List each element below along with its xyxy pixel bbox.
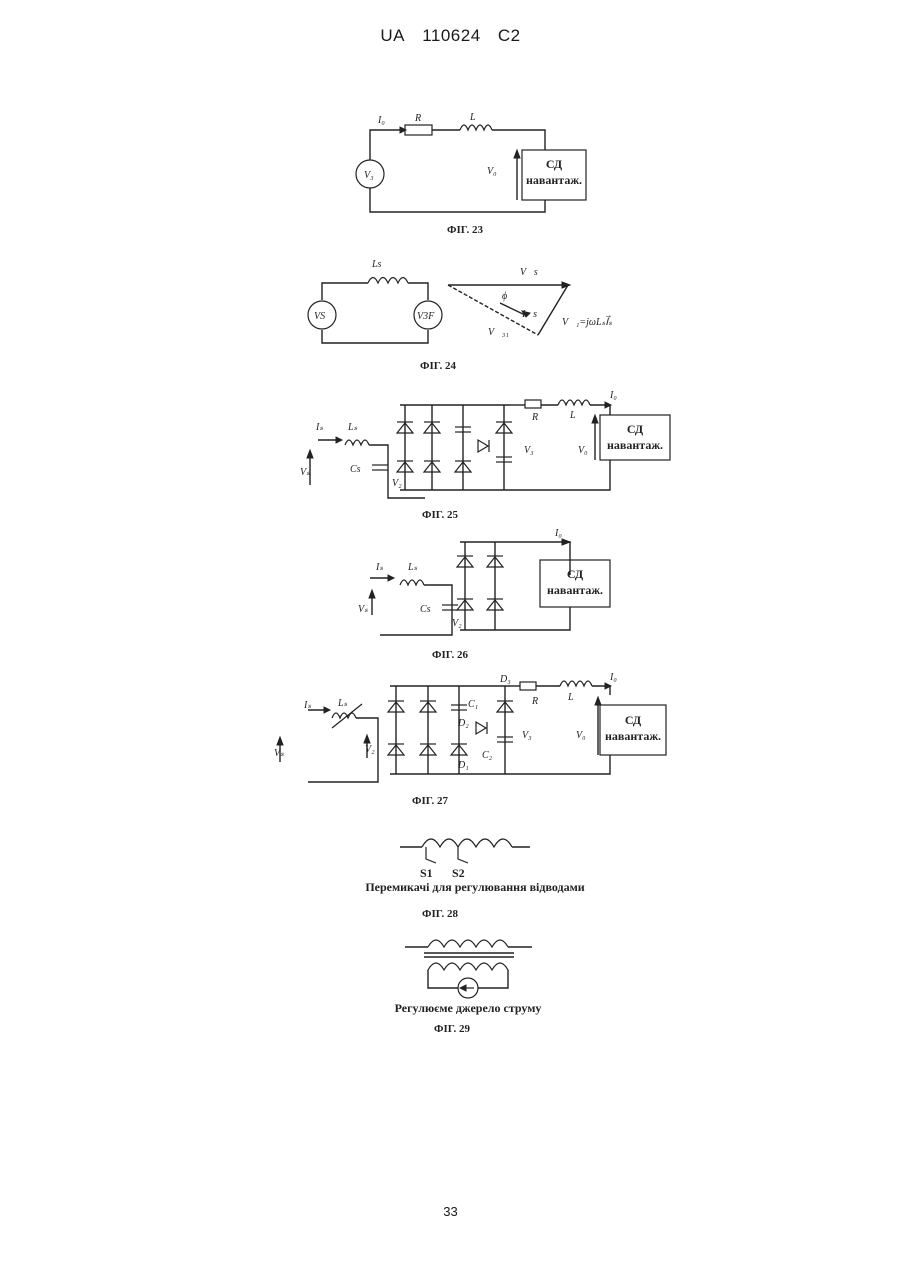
fig25-vs-label: Vₛ <box>300 467 310 478</box>
figure-29: Регулюєме джерело струму ФІГ. 29 <box>380 930 560 1038</box>
fig27-is-label: Iₛ <box>303 700 311 711</box>
fig25-r-label: R <box>531 412 538 423</box>
fig25-i0-label: I₀ <box>609 390 617 401</box>
fig23-vs-label: V₃ <box>364 170 374 181</box>
figure-26: СД навантаж. Iₛ Lₛ Vₛ Cs V₂ I₀ ФІГ. 26 <box>340 530 640 662</box>
tapped-inductor-symbol <box>422 839 512 847</box>
fig24-v3f-label: V3F <box>417 311 435 322</box>
resistor-symbol <box>405 125 432 135</box>
fig25-is-label: Iₛ <box>315 422 323 433</box>
fig24-caption: ФІГ. 24 <box>420 360 456 372</box>
fig24-equation: V⃗₁=jωLₛI⃗ₛ <box>562 315 612 328</box>
tap-switch-s1 <box>426 847 436 863</box>
fig27-v3-label: V₃ <box>522 730 532 741</box>
fig27-i0-label: I₀ <box>609 672 617 683</box>
tap-switch-s2 <box>458 847 468 863</box>
fig26-is-label: Iₛ <box>375 562 383 573</box>
fig26-caption: ФІГ. 26 <box>432 649 468 661</box>
circuit-wires <box>370 130 545 212</box>
load-box-line1: СД <box>627 422 644 436</box>
inductor-symbol <box>560 681 592 686</box>
figure-28: S1 S2 Перемикачі для регулювання відвода… <box>340 825 620 925</box>
page-number: 33 <box>0 1204 901 1219</box>
fig27-v2-label: V₂ <box>365 744 375 755</box>
fig26-v2-label: V₂ <box>452 618 462 629</box>
fig29-note: Регулюєме джерело струму <box>395 1001 542 1015</box>
fig25-ls-label: Lₛ <box>347 422 358 433</box>
fig25-v3-label: V₃ <box>524 445 534 456</box>
figure-24: VS V3F Ls V⃗s ϕ I⃗s V⃗₃₁ V⃗₁=jωLₛI⃗ₛ ФІГ… <box>300 255 660 375</box>
fig24-ls-label: Ls <box>371 259 382 270</box>
fig28-s2-label: S2 <box>452 866 465 880</box>
fig27-r-label: R <box>531 696 538 707</box>
header-country: UA <box>380 26 405 45</box>
fig23-r-label: R <box>414 113 421 124</box>
load-box-line2: навантаж. <box>526 173 582 187</box>
fig24-vs-vector-label: V⃗s <box>520 267 538 278</box>
fig25-v0-label: V₀ <box>578 445 588 456</box>
figure-27: СД навантаж. Iₛ Lₛ Vₛ V₂ D₃ C₁ D₂ C₂ D₁ … <box>270 670 670 810</box>
document-header: UA 110624 C2 <box>0 26 901 46</box>
fig24-v31-vector-label: V⃗₃₁ <box>488 327 509 338</box>
fig27-d3-label: D₃ <box>499 674 511 685</box>
phasor-diagram <box>448 282 570 335</box>
arrow-left-icon <box>460 985 466 991</box>
diode-bridge <box>457 542 503 630</box>
secondary-winding <box>428 963 508 970</box>
fig28-note: Перемикачі для регулювання відводами <box>365 880 584 894</box>
fig25-v2-label: V₂ <box>392 478 402 489</box>
fig27-c2-label: C₂ <box>482 750 493 761</box>
load-box-line1: СД <box>625 713 642 727</box>
figure-23: V₃ I₀ R L V₀ СД навантаж. ФІГ. 23 <box>350 110 590 240</box>
load-box-line2: навантаж. <box>547 583 603 597</box>
header-kind: C2 <box>498 26 521 45</box>
load-box-line1: СД <box>546 157 563 171</box>
fig23-i0-label: I₀ <box>377 115 385 126</box>
diode-bridge <box>388 686 513 774</box>
fig25-l-label: L <box>569 410 576 421</box>
fig24-vs-label: VS <box>314 311 325 322</box>
fig26-cs-label: Cs <box>420 604 431 615</box>
fig23-v0-label: V₀ <box>487 166 497 177</box>
fig27-ls-label: Lₛ <box>337 698 348 709</box>
fig24-phi-label: ϕ <box>502 291 507 302</box>
fig23-l-label: L <box>469 112 476 123</box>
fig25-cs-label: Cs <box>350 464 361 475</box>
fig27-caption: ФІГ. 27 <box>412 795 448 807</box>
diode-bridge <box>397 405 512 490</box>
fig27-d2-label: D₂ <box>457 718 469 729</box>
load-box-line2: навантаж. <box>605 729 661 743</box>
primary-winding <box>428 940 508 947</box>
fig25-caption: ФІГ. 25 <box>422 509 458 521</box>
resistor-symbol <box>520 682 536 690</box>
inductor-symbol <box>558 400 590 405</box>
fig27-d1-label: D₁ <box>457 760 469 771</box>
inductor-symbol <box>368 278 408 284</box>
load-box-line1: СД <box>567 567 584 581</box>
fig24-is-vector-label: I⃗s <box>521 309 537 320</box>
fig28-s1-label: S1 <box>420 866 433 880</box>
fig26-vs-label: Vₛ <box>358 604 368 615</box>
fig27-v0-label: V₀ <box>576 730 586 741</box>
fig29-caption: ФІГ. 29 <box>434 1023 470 1035</box>
fig26-i0-label: I₀ <box>554 528 562 539</box>
fig23-caption: ФІГ. 23 <box>447 224 483 236</box>
resistor-symbol <box>525 400 541 408</box>
inductor-symbol <box>460 125 492 130</box>
fig27-c1-label: C₁ <box>468 699 478 710</box>
fig27-l-label: L <box>567 692 574 703</box>
fig26-ls-label: Lₛ <box>407 562 418 573</box>
fig27-vs-label: Vₛ <box>274 748 284 759</box>
fig28-caption: ФІГ. 28 <box>422 908 458 920</box>
load-box-line2: навантаж. <box>607 438 663 452</box>
voltage-arrow <box>514 150 520 158</box>
header-number: 110624 <box>422 26 480 45</box>
figure-25: СД навантаж. Iₛ Lₛ Vₛ Cs V₂ R L I₀ V₃ V₀… <box>300 390 680 520</box>
